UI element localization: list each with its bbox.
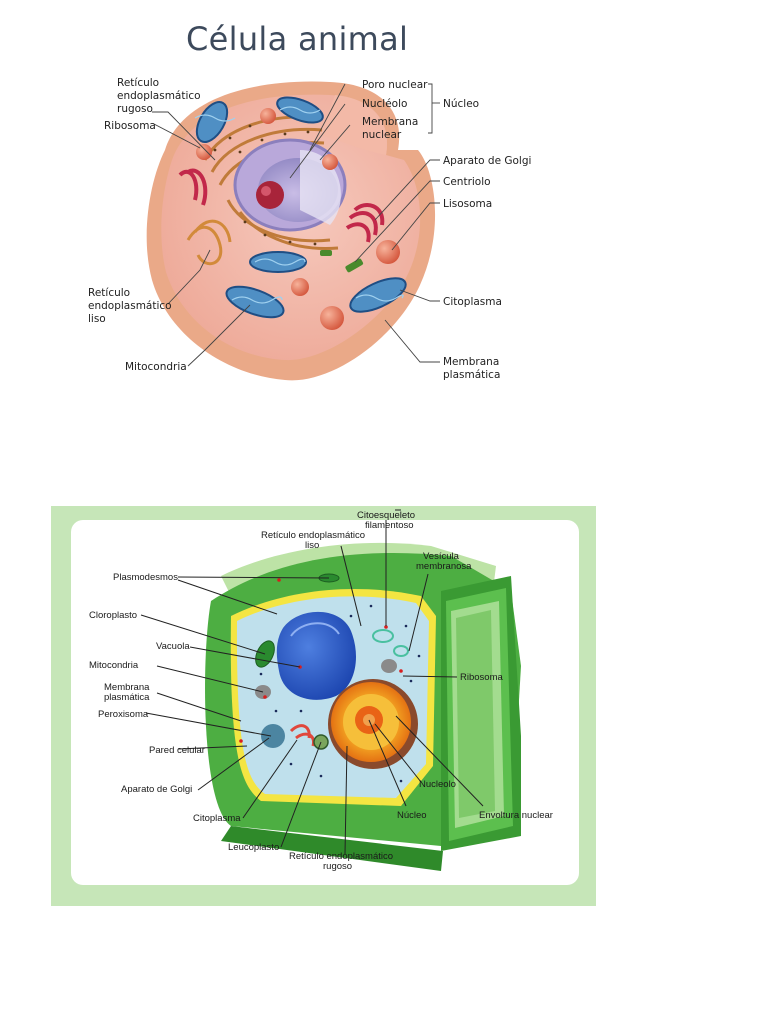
plant-cell-diagram: Citoesqueleto filamentoso Retículo endop… <box>89 509 553 872</box>
label-rer-line1: Retículo <box>117 77 159 89</box>
label-lysosome: Lisosoma <box>443 198 492 210</box>
label-mitochondria: Mitocondria <box>125 361 187 373</box>
label-nuclear-envelope: Envoltura nuclear <box>479 810 553 821</box>
label-plasma-membrane-line1: Membrana <box>443 356 499 368</box>
lysosomes <box>196 108 400 330</box>
golgi-apparatus <box>178 168 385 243</box>
plant-leader-lines <box>140 509 484 855</box>
plant-red-markers <box>239 578 403 743</box>
label-ser-line1: Retículo <box>88 287 130 299</box>
plant-labels: Citoesqueleto filamentoso Retículo endop… <box>89 510 553 872</box>
label-vesicle-line1: Vesícula <box>423 551 460 562</box>
label-cytoskeleton-line1: Citoesqueleto <box>357 510 415 521</box>
label-plasma-membrane-line2: plasmática <box>104 692 150 703</box>
label-nucleolus: Nucleolo <box>419 779 456 790</box>
animal-cell-diagram: Retículo endoplasmático rugoso Ribosoma … <box>88 77 531 381</box>
label-rer-line3: rugoso <box>117 103 153 115</box>
label-cytoskeleton-line2: filamentoso <box>365 520 414 531</box>
label-leucoplast: Leucoplasto <box>228 842 279 853</box>
label-rough-er-line1: Retículo endoplasmático <box>289 851 393 862</box>
label-centriole: Centriolo <box>443 176 491 188</box>
animal-leader-lines <box>152 83 440 367</box>
plant-nucleus <box>328 679 418 769</box>
label-rough-er-line2: rugoso <box>323 861 352 872</box>
label-nuclear-membrane-line2: nuclear <box>362 129 402 141</box>
label-golgi: Aparato de Golgi <box>443 155 531 167</box>
label-ser-line2: endoplasmático <box>88 300 172 312</box>
animal-cell-title: Célula animal <box>186 20 409 58</box>
label-plasmodesmata: Plasmodesmos <box>113 572 178 583</box>
label-nucleolus: Nucléolo <box>362 98 407 110</box>
vacuole <box>276 611 356 700</box>
smooth-er <box>186 219 232 266</box>
label-golgi: Aparato de Golgi <box>121 784 192 795</box>
label-nucleus: Núcleo <box>443 98 479 110</box>
label-vesicle-line2: membranosa <box>416 561 472 572</box>
label-smooth-er-line1: Retículo endoplasmático <box>261 530 365 541</box>
label-cytoplasm: Citoplasma <box>193 813 241 824</box>
nucleus <box>233 138 347 232</box>
label-cytoplasm: Citoplasma <box>443 296 502 308</box>
label-plasma-membrane-line2: plasmática <box>443 369 500 381</box>
label-rer-line2: endoplasmático <box>117 90 201 102</box>
mitochondria <box>194 96 407 319</box>
label-vacuole: Vacuola <box>156 641 190 652</box>
label-peroxisome: Peroxisoma <box>98 709 149 720</box>
label-nucleus: Núcleo <box>397 810 427 821</box>
label-chloroplast: Cloroplasto <box>89 610 137 621</box>
label-plasma-membrane-line1: Membrana <box>104 682 150 693</box>
label-ribosome: Ribosoma <box>104 120 156 132</box>
label-smooth-er-line2: liso <box>305 540 319 551</box>
label-ser-line3: liso <box>88 313 106 325</box>
label-cell-wall: Pared celular <box>149 745 205 756</box>
centriole <box>320 250 364 273</box>
label-nuclear-pore: Poro nuclear <box>362 79 428 91</box>
plant-golgi <box>289 724 316 747</box>
label-mitochondria: Mitocondria <box>89 660 139 671</box>
plant-ribosome-dots <box>259 604 421 783</box>
plant-vesicles <box>372 629 409 657</box>
animal-labels: Retículo endoplasmático rugoso Ribosoma … <box>88 77 531 381</box>
label-nuclear-membrane-line1: Membrana <box>362 116 418 128</box>
label-ribosome: Ribosoma <box>460 672 503 683</box>
